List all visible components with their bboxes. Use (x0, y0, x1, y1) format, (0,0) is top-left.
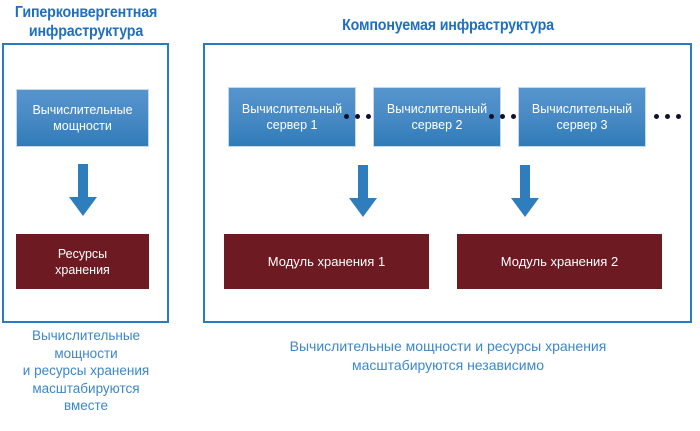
storage-resources-box: Ресурсы хранения (16, 234, 149, 289)
left-panel-title: Гиперконвергентная инфраструктура (14, 4, 158, 40)
dot (665, 114, 670, 119)
storage-module-1-box: Модуль хранения 1 (224, 234, 429, 289)
arrow-down-icon (348, 165, 378, 219)
right-panel-title: Компонуемая инфраструктура (342, 17, 554, 34)
dot (366, 114, 371, 119)
dot (344, 114, 349, 119)
compute-resources-box: Вычислительные мощности (16, 89, 149, 147)
dot (500, 114, 505, 119)
compute-server-1-box: Вычислительный сервер 1 (228, 87, 356, 147)
arrow-down-icon (68, 164, 98, 218)
arrow-down-icon (510, 165, 540, 219)
dot (355, 114, 360, 119)
compute-server-3-box: Вычислительный сервер 3 (518, 87, 646, 147)
storage-module-2-box: Модуль хранения 2 (457, 234, 662, 289)
right-panel-caption: Вычислительные мощности и ресурсы хранен… (289, 338, 607, 373)
ellipsis-dots-2 (489, 114, 516, 119)
dot (511, 114, 516, 119)
ellipsis-dots-1 (344, 114, 371, 119)
dot (676, 114, 681, 119)
dot (654, 114, 659, 119)
dot (489, 114, 494, 119)
left-panel-caption: Вычислительные мощности и ресурсы хранен… (22, 328, 150, 413)
compute-server-2-box: Вычислительный сервер 2 (373, 87, 501, 147)
ellipsis-dots-3 (654, 114, 681, 119)
